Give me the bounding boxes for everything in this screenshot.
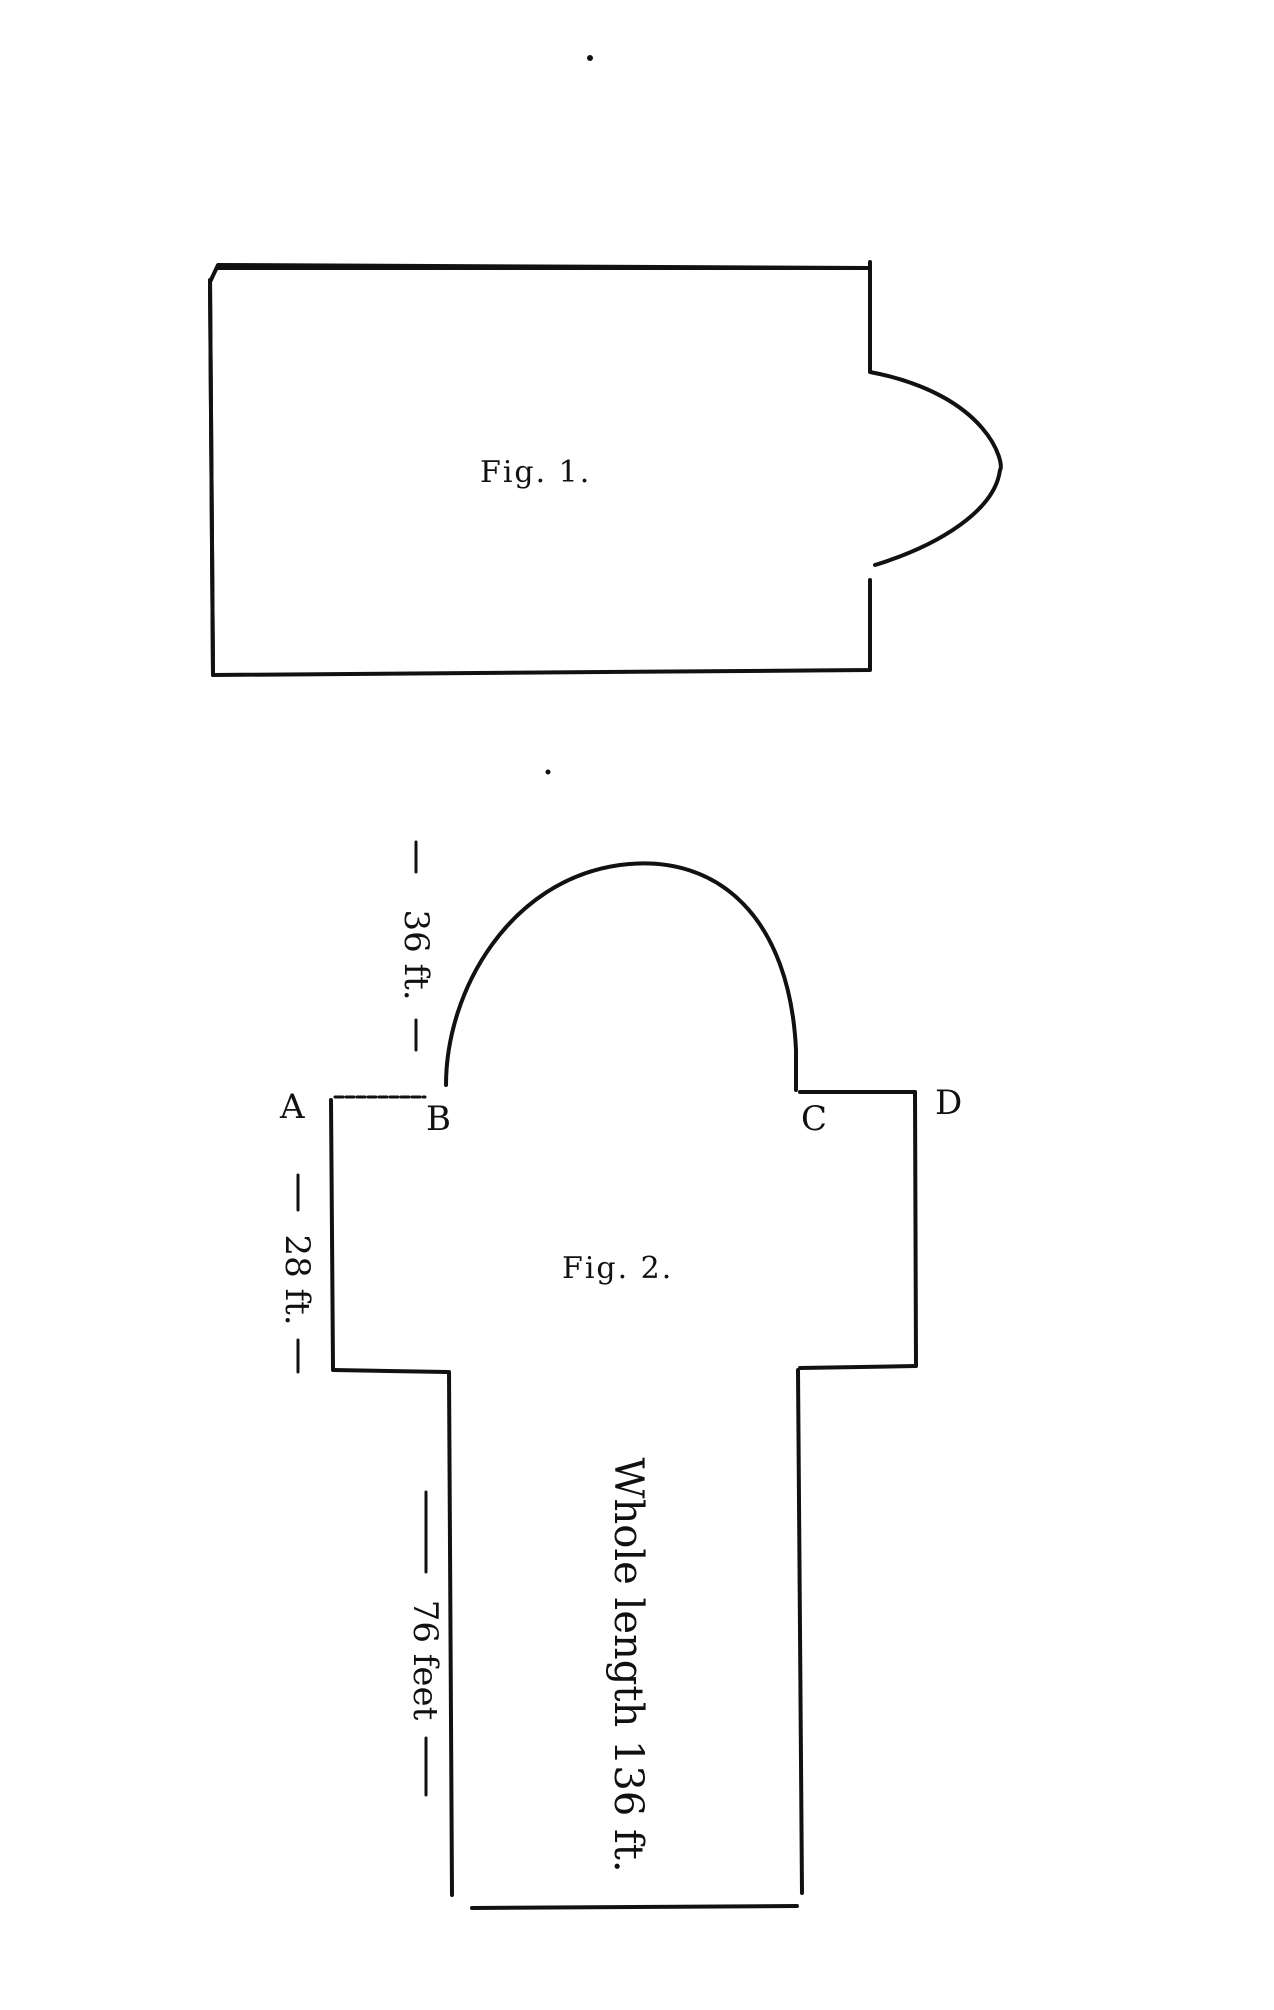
- transept-left-bottom: [331, 1368, 449, 1374]
- transept-dimension-label: 28 ft.: [277, 1234, 317, 1325]
- nave-left-wall: [447, 1370, 454, 1897]
- wall-d-right: [913, 1090, 918, 1367]
- nave-dimension-label: 76 feet: [405, 1600, 445, 1721]
- corner-label-d: D: [935, 1083, 962, 1123]
- whole-length-label: Whole length 136 ft.: [605, 1457, 651, 1872]
- wall-a-left: [329, 1098, 335, 1370]
- figure-2-plan: A B C D Fig. 2. 36 ft. 28 ft. 76 feet Wh…: [277, 840, 962, 1910]
- print-speck: [545, 769, 551, 775]
- transept-right-bottom: [798, 1364, 918, 1370]
- figure-1-plan: Fig. 1.: [208, 260, 1003, 677]
- apse-dimension-label: 36 ft.: [396, 909, 436, 1000]
- figure-1-outline: [208, 260, 1003, 677]
- nave-west-wall: [470, 1904, 799, 1910]
- print-speck: [587, 55, 593, 61]
- figure-1-label: Fig. 1.: [480, 455, 591, 490]
- nave-right-wall: [796, 1368, 804, 1895]
- apse-curve: [444, 861, 798, 1092]
- figure-2-label: Fig. 2.: [562, 1251, 673, 1286]
- corner-label-b: B: [426, 1099, 451, 1139]
- corner-label-a: A: [279, 1087, 305, 1127]
- figure-1-left-wall: [208, 278, 215, 677]
- corner-label-c: C: [801, 1099, 827, 1139]
